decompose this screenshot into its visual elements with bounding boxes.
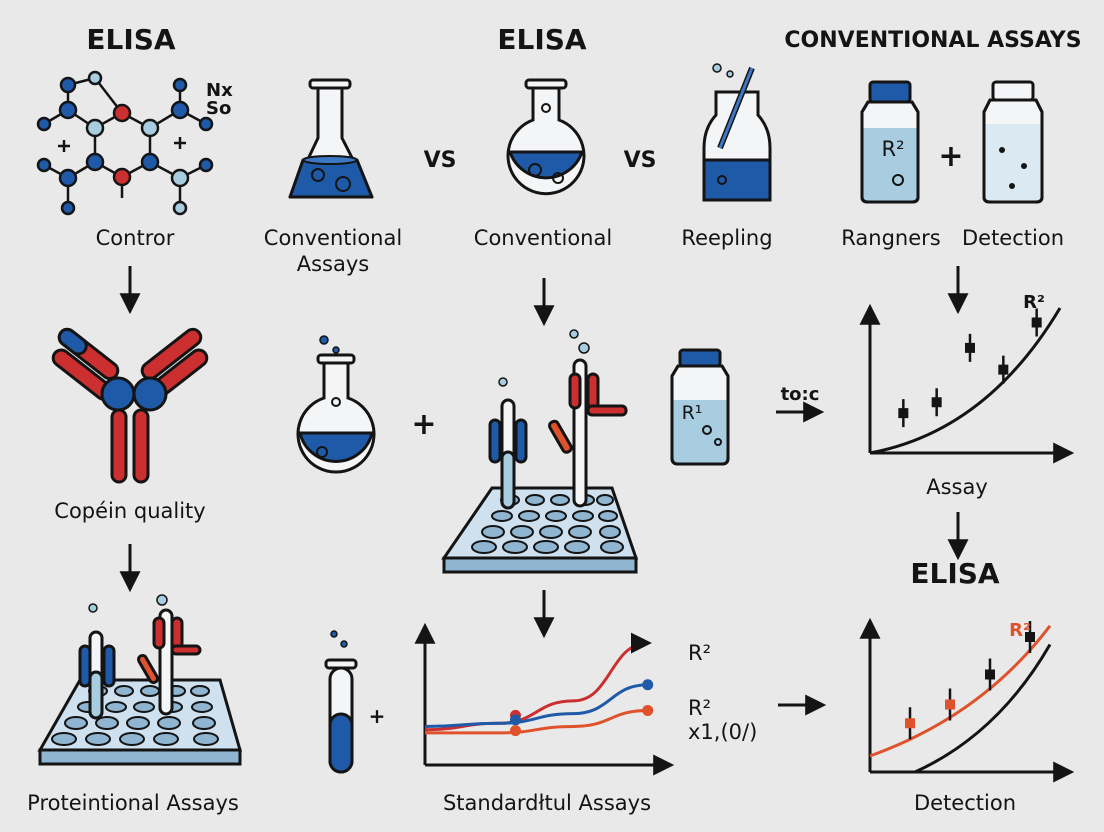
data-point: [985, 669, 995, 680]
data-point: [509, 725, 521, 737]
label-proteintional-assays: Proteintional Assays: [27, 791, 239, 815]
bottle-label-r2: R²: [881, 137, 905, 161]
chart-bl-annotation: x1,(0/): [688, 720, 758, 744]
fit-curve: [869, 307, 1062, 455]
series-line: [425, 708, 648, 735]
plus-sign-bottom: +: [368, 704, 386, 728]
detection-bottle-icon: [982, 80, 1044, 204]
data-point: [642, 679, 654, 691]
vs-label-1: VS: [423, 148, 457, 173]
data-point: [509, 714, 521, 726]
reagent-bottle-icon: [860, 80, 920, 204]
chart-top-r2-label: R²: [1023, 292, 1045, 313]
vs-label-2: VS: [623, 148, 657, 173]
data-point: [965, 342, 975, 353]
header-elisa-middle: ELISA: [497, 23, 587, 56]
well-plate-icon: [441, 329, 639, 574]
data-point: [1025, 632, 1035, 642]
data-point: [898, 408, 909, 419]
data-point: [931, 397, 942, 408]
data-point: [905, 718, 915, 729]
test-tube-icon: [324, 630, 358, 774]
chart-elisa-detection: [859, 617, 1075, 783]
chart-top-xlabel: Assay: [926, 475, 988, 499]
arrow-label-toc: to:c: [780, 384, 820, 405]
label-conventional: Conventional: [473, 226, 613, 250]
data-point: [1031, 317, 1042, 328]
antibody-icon: [51, 327, 209, 484]
data-point: [998, 364, 1009, 375]
label-contror: Contror: [95, 226, 175, 250]
label-conventional-assays: Conventional Assays: [263, 226, 403, 277]
data-point: [642, 704, 654, 716]
chart-bl-r2-top: R²: [688, 641, 712, 665]
fit-curve-orange: [869, 624, 1052, 758]
chart-bl-r2-mid: R²: [688, 696, 712, 720]
chart-br-r2-label: R²: [1009, 620, 1031, 641]
molecule-label-so: So: [206, 98, 232, 119]
chart-standard-assays: [414, 622, 675, 776]
bottle-with-pipette-icon: [702, 63, 772, 202]
label-detection: Detection: [961, 226, 1065, 250]
fit-curve-black: [914, 643, 1052, 774]
chart-br-title: ELISA: [910, 557, 1000, 590]
chart-bl-xlabel: Standardłtul Assays: [442, 791, 652, 815]
antibody-label: Copéin quality: [54, 499, 206, 523]
bottle-label-r1: R¹: [681, 402, 703, 424]
header-conventional-assays: CONVENTIONAL ASSAYS: [784, 28, 1082, 53]
molecule-icon: [36, 70, 214, 216]
chart-br-xlabel: Detection: [913, 791, 1017, 815]
header-elisa-left: ELISA: [86, 23, 176, 56]
erlenmeyer-flask-icon: [288, 78, 374, 199]
label-rangners: Rangners: [841, 226, 941, 250]
plus-sign-top: +: [938, 139, 964, 174]
molecule-label-nx: Nx: [206, 80, 233, 101]
label-reepling: Reepling: [681, 226, 773, 250]
round-flask-small-icon: [296, 335, 376, 474]
flow-arrows: [119, 266, 969, 716]
plus-sign-middle: +: [411, 407, 437, 442]
well-plate-bottom-icon: [37, 594, 242, 766]
series-line: [424, 683, 648, 728]
chart-assay: [859, 303, 1075, 464]
data-point: [945, 699, 955, 710]
bottle-small-icon: [670, 348, 730, 466]
round-flask-icon: [506, 78, 586, 196]
